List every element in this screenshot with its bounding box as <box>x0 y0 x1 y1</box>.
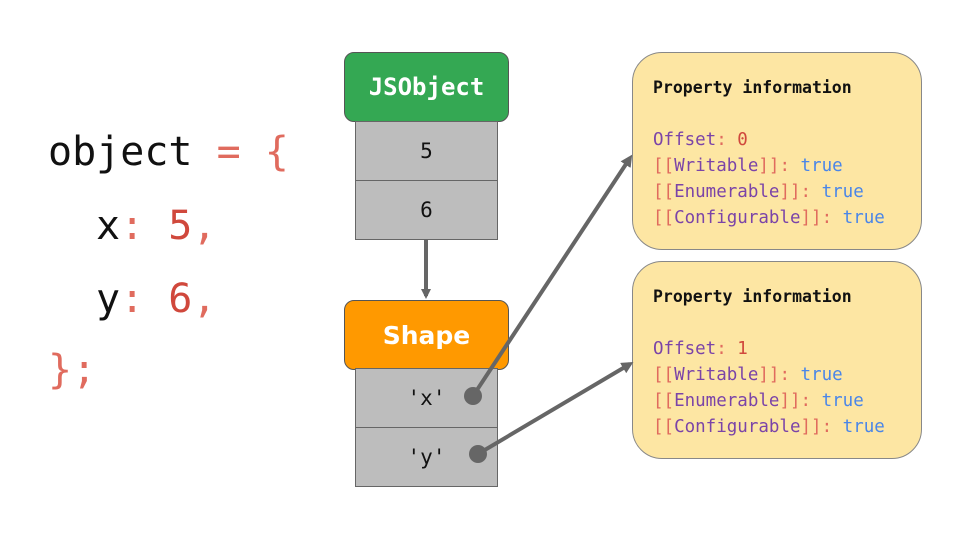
code-line-1: object = { <box>48 132 289 172</box>
enumerable-value: true <box>821 182 864 202</box>
attr-colon: : <box>821 417 843 437</box>
jsobject-label: JSObject <box>368 73 485 101</box>
code-colon-y: : <box>120 276 169 322</box>
code-key-x: x <box>96 203 121 249</box>
code-identifier-object: object <box>48 129 193 175</box>
code-key-y: y <box>96 276 121 322</box>
code-line-3: y: 6, <box>96 279 216 319</box>
offset-value: 1 <box>737 339 748 359</box>
attr-colon: : <box>800 391 822 411</box>
enumerable-label: Enumerable <box>674 182 780 202</box>
code-close-brace: }; <box>48 347 97 393</box>
shape-key: 'x' <box>355 368 498 428</box>
writable-label: Writable <box>674 156 759 176</box>
shape-key: 'y' <box>355 427 498 487</box>
offset-label: Offset <box>653 130 717 150</box>
attr-colon: : <box>779 156 801 176</box>
property-configurable-row: [[Configurable]]: true <box>653 414 921 440</box>
property-enumerable-row: [[Enumerable]]: true <box>653 179 921 205</box>
close-brackets: ]] <box>800 208 822 228</box>
close-brackets: ]] <box>800 417 822 437</box>
close-brackets: ]] <box>758 156 780 176</box>
open-brackets: [[ <box>653 417 675 437</box>
offset-value: 0 <box>737 130 748 150</box>
jsobject-slot-value: 6 <box>420 198 433 222</box>
configurable-value: true <box>842 417 885 437</box>
shape-label: Shape <box>382 320 471 350</box>
jsobject-header: JSObject <box>344 52 509 122</box>
enumerable-value: true <box>821 391 864 411</box>
code-colon-x: : <box>120 203 169 249</box>
open-brackets: [[ <box>653 156 675 176</box>
property-offset-row: Offset: 0 <box>653 127 921 153</box>
shape-key-label: 'y' <box>407 445 446 469</box>
property-writable-row: [[Writable]]: true <box>653 362 921 388</box>
close-brackets: ]] <box>779 182 801 202</box>
configurable-label: Configurable <box>674 208 801 228</box>
code-assign-brace: = { <box>192 129 289 175</box>
open-brackets: [[ <box>653 365 675 385</box>
code-value-5: 5 <box>168 203 193 249</box>
open-brackets: [[ <box>653 391 675 411</box>
property-enumerable-row: [[Enumerable]]: true <box>653 388 921 414</box>
shape-key-label: 'x' <box>407 386 446 410</box>
property-writable-row: [[Writable]]: true <box>653 153 921 179</box>
code-line-2: x: 5, <box>96 206 216 246</box>
jsobject-slot-value: 5 <box>420 139 433 163</box>
property-offset-row: Offset: 1 <box>653 336 921 362</box>
attr-colon: : <box>779 365 801 385</box>
key-y-pointer-arrow <box>476 361 634 456</box>
offset-label: Offset <box>653 339 717 359</box>
property-info-title: Property information <box>653 78 852 97</box>
jsobject-slot: 6 <box>355 180 498 240</box>
code-line-4: }; <box>48 350 96 390</box>
offset-colon: : <box>716 339 738 359</box>
writable-value: true <box>800 365 843 385</box>
configurable-value: true <box>842 208 885 228</box>
code-comma-x: , <box>192 203 217 249</box>
writable-value: true <box>800 156 843 176</box>
attr-colon: : <box>821 208 843 228</box>
jsobject-slot: 5 <box>355 121 498 181</box>
code-comma-y: , <box>192 276 217 322</box>
close-brackets: ]] <box>779 391 801 411</box>
property-configurable-row: [[Configurable]]: true <box>653 205 921 231</box>
property-info-title: Property information <box>653 287 852 306</box>
close-brackets: ]] <box>758 365 780 385</box>
offset-colon: : <box>716 130 738 150</box>
writable-label: Writable <box>674 365 759 385</box>
attr-colon: : <box>800 182 822 202</box>
shape-header: Shape <box>344 300 509 370</box>
code-value-6: 6 <box>168 276 193 322</box>
open-brackets: [[ <box>653 182 675 202</box>
configurable-label: Configurable <box>674 417 801 437</box>
open-brackets: [[ <box>653 208 675 228</box>
enumerable-label: Enumerable <box>674 391 780 411</box>
